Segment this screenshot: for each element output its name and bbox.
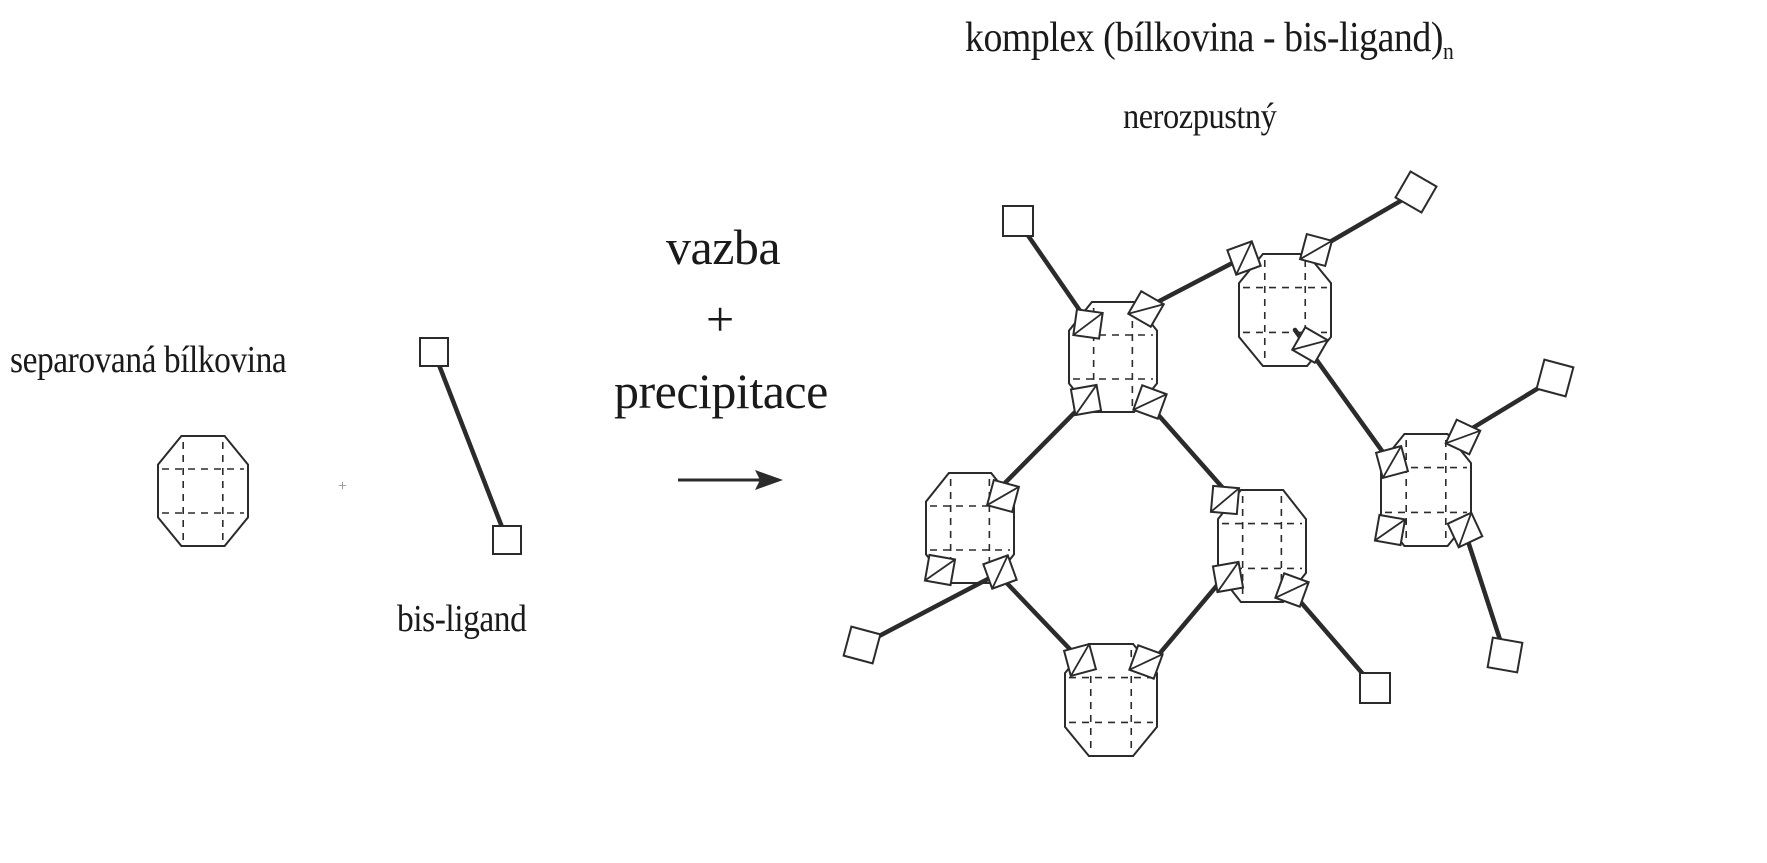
binding-site-diagonal	[1070, 643, 1090, 677]
network-binding-site	[923, 553, 957, 587]
reaction-arrow-head	[755, 470, 783, 490]
network-linker	[1462, 529, 1508, 658]
protein-outline	[1217, 489, 1307, 603]
protein-label: separovaná bílkovina	[10, 339, 287, 381]
step-binding-label: vazba	[666, 219, 781, 275]
binding-site-diagonal	[1445, 429, 1481, 445]
network-ligand-end	[1359, 672, 1391, 704]
reactant-plus-sign: +	[338, 478, 347, 495]
binding-site-diagonal	[1132, 393, 1168, 411]
binding-site-diagonal	[924, 558, 956, 582]
network-binding-site	[1128, 644, 1164, 680]
network-binding-site	[1274, 572, 1310, 608]
binding-site-diagonal	[1274, 581, 1310, 599]
network-ligand-end	[1002, 205, 1034, 237]
binding-site-diagonal	[1128, 653, 1164, 671]
network-ligand-end	[842, 625, 882, 665]
network-linker	[1145, 255, 1245, 310]
binding-site-diagonal	[991, 554, 1009, 590]
free-ligand-square-bottom	[492, 525, 522, 555]
binding-site-diagonal	[1128, 303, 1164, 315]
network-linker	[1015, 218, 1088, 321]
network-binding-site	[1062, 642, 1098, 678]
free-ligand-linker	[431, 349, 510, 543]
network-binding-site	[1209, 484, 1241, 516]
network-binding-site	[1373, 513, 1407, 547]
network-binding-site	[1072, 308, 1104, 340]
binding-site-diagonal	[1457, 512, 1473, 548]
binding-site-diagonal	[1216, 561, 1240, 593]
binding-site-diagonal	[1072, 312, 1104, 336]
binding-site-diagonal	[1382, 445, 1402, 479]
network-binding-site	[1069, 383, 1103, 417]
binding-site-diagonal	[1210, 487, 1240, 513]
network-ligand-end	[1486, 636, 1524, 674]
binding-site-diagonal	[1235, 240, 1253, 276]
network-linker	[997, 398, 1089, 491]
free-ligand-square-top	[419, 337, 449, 367]
network-binding-site	[1374, 444, 1410, 480]
complex-label-subscript: n	[1442, 39, 1454, 65]
binding-site-diagonal	[1374, 518, 1406, 542]
network-binding-site	[1126, 289, 1166, 329]
network-binding-site	[1290, 325, 1330, 365]
step-plus-sign: +	[706, 291, 734, 347]
network-binding-site	[1444, 418, 1482, 456]
complex-label: komplex (bílkovina - bis-ligand)n	[965, 14, 1454, 66]
complex-label-main: komplex (bílkovina - bis-ligand)	[965, 15, 1443, 61]
network-ligand-end	[1535, 358, 1575, 398]
binding-site-diagonal	[986, 486, 1020, 506]
network-binding-site	[1298, 232, 1334, 268]
network-binding-site	[1211, 560, 1245, 594]
binding-site-diagonal	[1074, 384, 1098, 416]
network-ligand-end	[1394, 170, 1438, 214]
network-binding-site	[1226, 240, 1262, 276]
ligand-label: bis-ligand	[397, 598, 527, 640]
binding-site-diagonal	[1299, 240, 1333, 260]
network-binding-site	[982, 554, 1018, 590]
protein-free	[157, 435, 249, 547]
step-precipitation-label: precipitace	[614, 363, 828, 419]
network-binding-site	[985, 478, 1021, 514]
insoluble-label: nerozpustný	[1123, 96, 1277, 136]
network-binding-site	[1132, 384, 1168, 420]
binding-site-diagonal	[1292, 339, 1328, 351]
protein-outline	[157, 435, 249, 547]
network-binding-site	[1446, 511, 1484, 549]
